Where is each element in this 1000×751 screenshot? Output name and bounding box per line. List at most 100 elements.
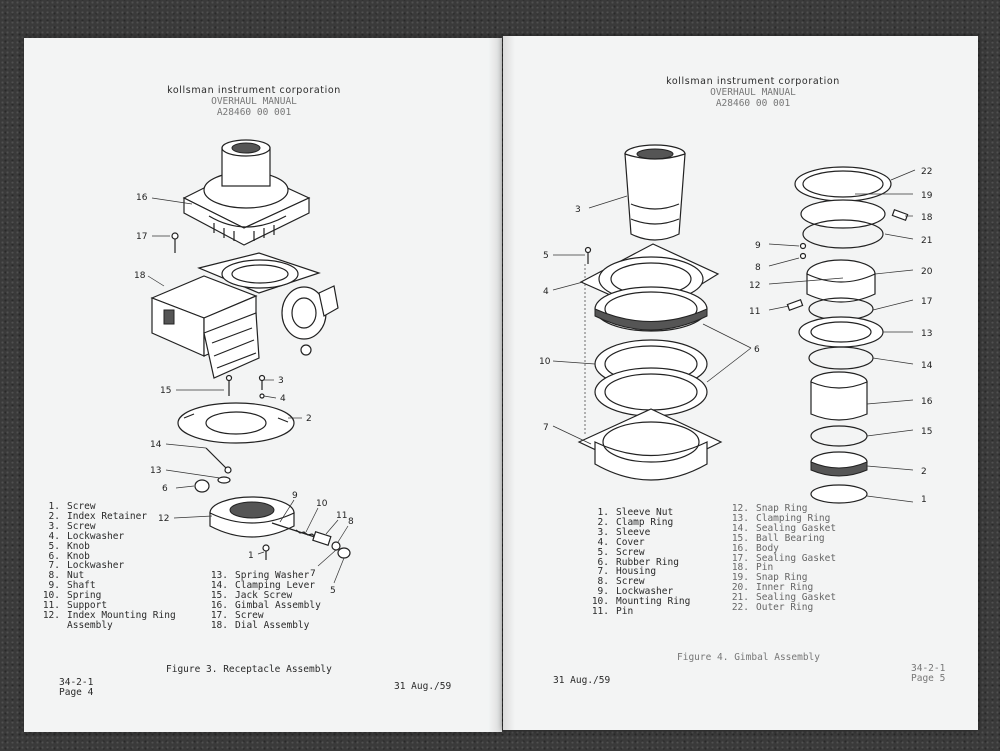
callout-8: 8 <box>755 263 761 273</box>
callout-14: 14 <box>921 361 933 371</box>
callout-16: 16 <box>921 397 933 407</box>
callout-labels: 3 5 4 10 6 7 22 19 18 9 21 8 20 12 11 17… <box>539 167 933 504</box>
section-code: 34-2-1 <box>911 663 946 674</box>
callout-7: 7 <box>543 423 549 433</box>
page-number: Page 4 <box>59 687 94 698</box>
list-item: 16.Body <box>731 542 779 554</box>
callout-22: 22 <box>921 167 932 177</box>
callout-19: 19 <box>921 191 933 201</box>
list-item: 1.Screw <box>48 501 96 512</box>
manual-title: OVERHAUL MANUAL <box>211 96 297 107</box>
callout-21: 21 <box>921 236 932 246</box>
page-header: kollsman instrument corporation OVERHAUL… <box>633 76 873 109</box>
list-item: 3.Screw <box>48 520 96 532</box>
list-item: 15.Ball Bearing <box>731 532 825 544</box>
callout-12: 12 <box>158 514 169 524</box>
callout-3: 3 <box>278 376 284 386</box>
list-item: 14.Sealing Gasket <box>731 522 837 534</box>
list-item: 19.Snap Ring <box>731 572 808 584</box>
index-retainer-part <box>177 402 295 444</box>
gimbal-assembly-drawing: 3 5 4 10 6 7 22 19 18 9 21 8 20 12 11 17… <box>539 144 933 504</box>
list-item: 8.Nut <box>48 570 85 582</box>
index-mounting-ring-part <box>209 496 295 538</box>
list-item: 5.Knob <box>48 540 90 552</box>
callout-12: 12 <box>749 281 760 291</box>
callout-6: 6 <box>754 345 760 355</box>
list-item: 20.Inner Ring <box>731 582 814 594</box>
revision-date: 31 Aug./59 <box>394 681 452 692</box>
list-item: 21.Sealing Gasket <box>731 592 837 604</box>
clamping-lever-part <box>194 447 232 493</box>
callout-15: 15 <box>921 427 932 437</box>
gimbal-ring-stack <box>786 166 909 504</box>
callout-16: 16 <box>136 193 148 203</box>
screw-part-17 <box>171 232 179 253</box>
callout-6: 6 <box>162 484 168 494</box>
document-number: A28460 00 001 <box>216 107 292 118</box>
list-item: 13.Spring Washer <box>210 570 310 581</box>
list-item: 12.Snap Ring <box>731 503 808 514</box>
callout-2: 2 <box>921 467 927 477</box>
callout-13: 13 <box>150 466 161 476</box>
callout-17: 17 <box>136 232 147 242</box>
list-item: 4.Lockwasher <box>48 530 125 542</box>
rubber-ring-part <box>594 286 708 332</box>
document-number: A28460 00 001 <box>715 98 791 109</box>
list-item: 13.Clamping Ring <box>731 512 831 524</box>
callout-8: 8 <box>348 517 354 527</box>
callout-3: 3 <box>575 205 581 215</box>
list-item: 2.Index Retainer <box>48 510 148 522</box>
list-item: 6.Knob <box>48 550 90 562</box>
callout-leaders <box>552 169 916 503</box>
callout-2: 2 <box>306 414 312 424</box>
list-item: 11.Support <box>42 600 108 612</box>
page-footer-right: 34-2-1 Page 5 <box>911 664 945 684</box>
list-item: 10.Spring <box>42 590 102 602</box>
list-item: 1.Sleeve Nut <box>597 507 674 518</box>
callout-5: 5 <box>543 251 549 261</box>
list-item: 9.Shaft <box>48 580 96 592</box>
company-name: kollsman instrument corporation <box>666 76 840 87</box>
callout-13: 13 <box>921 329 932 339</box>
list-item: 14.Clamping Lever <box>210 579 316 591</box>
housing-part <box>577 408 723 481</box>
left-page: kollsman instrument corporation OVERHAUL… <box>24 38 502 732</box>
list-item: Assembly <box>67 619 113 631</box>
callout-leaders <box>147 197 349 584</box>
callout-4: 4 <box>280 394 286 404</box>
callout-1: 1 <box>248 551 254 561</box>
list-item: 8.Screw <box>597 576 645 588</box>
list-item: 17.Sealing Gasket <box>731 552 837 564</box>
callout-18: 18 <box>921 213 933 223</box>
list-item: 5.Screw <box>597 546 645 558</box>
sleeve-part <box>624 144 686 241</box>
list-item: 18.Dial Assembly <box>210 619 310 631</box>
callout-11: 11 <box>749 307 760 317</box>
callout-10: 10 <box>316 499 328 509</box>
page-number: Page 5 <box>911 673 946 684</box>
mounting-ring-part <box>594 339 708 417</box>
figure-caption: Figure 3. Receptacle Assembly <box>166 664 332 675</box>
callout-7: 7 <box>310 569 316 579</box>
callout-11: 11 <box>336 511 347 521</box>
list-item: 12.Index Mounting Ring <box>42 609 176 621</box>
figure-caption: Figure 4. Gimbal Assembly <box>677 652 820 663</box>
callout-labels: 16 17 18 15 3 4 2 14 13 6 12 9 10 11 8 7… <box>134 193 354 596</box>
company-name: kollsman instrument corporation <box>167 85 341 96</box>
callout-5: 5 <box>330 586 336 596</box>
parts-list-left-col1: 1.Screw 2.Index Retainer 3.Screw 4.Lockw… <box>36 502 176 631</box>
list-item: 18.Pin <box>731 562 774 574</box>
list-item: 4.Cover <box>597 536 645 548</box>
callout-10: 10 <box>539 357 551 367</box>
list-item: 17.Screw <box>210 609 264 621</box>
callout-15: 15 <box>160 386 171 396</box>
callout-9: 9 <box>755 241 761 251</box>
receptacle-assembly-drawing: 16 17 18 15 3 4 2 14 13 6 12 9 10 11 8 7… <box>134 139 354 596</box>
mounting-flange <box>197 252 321 294</box>
list-item: 2.Clamp Ring <box>597 516 674 528</box>
gimbal-assembly-part <box>182 139 311 246</box>
small-screws <box>225 374 266 399</box>
right-page: kollsman instrument corporation OVERHAUL… <box>503 36 978 730</box>
callout-20: 20 <box>921 267 933 277</box>
list-item: 6.Rubber Ring <box>597 556 679 568</box>
